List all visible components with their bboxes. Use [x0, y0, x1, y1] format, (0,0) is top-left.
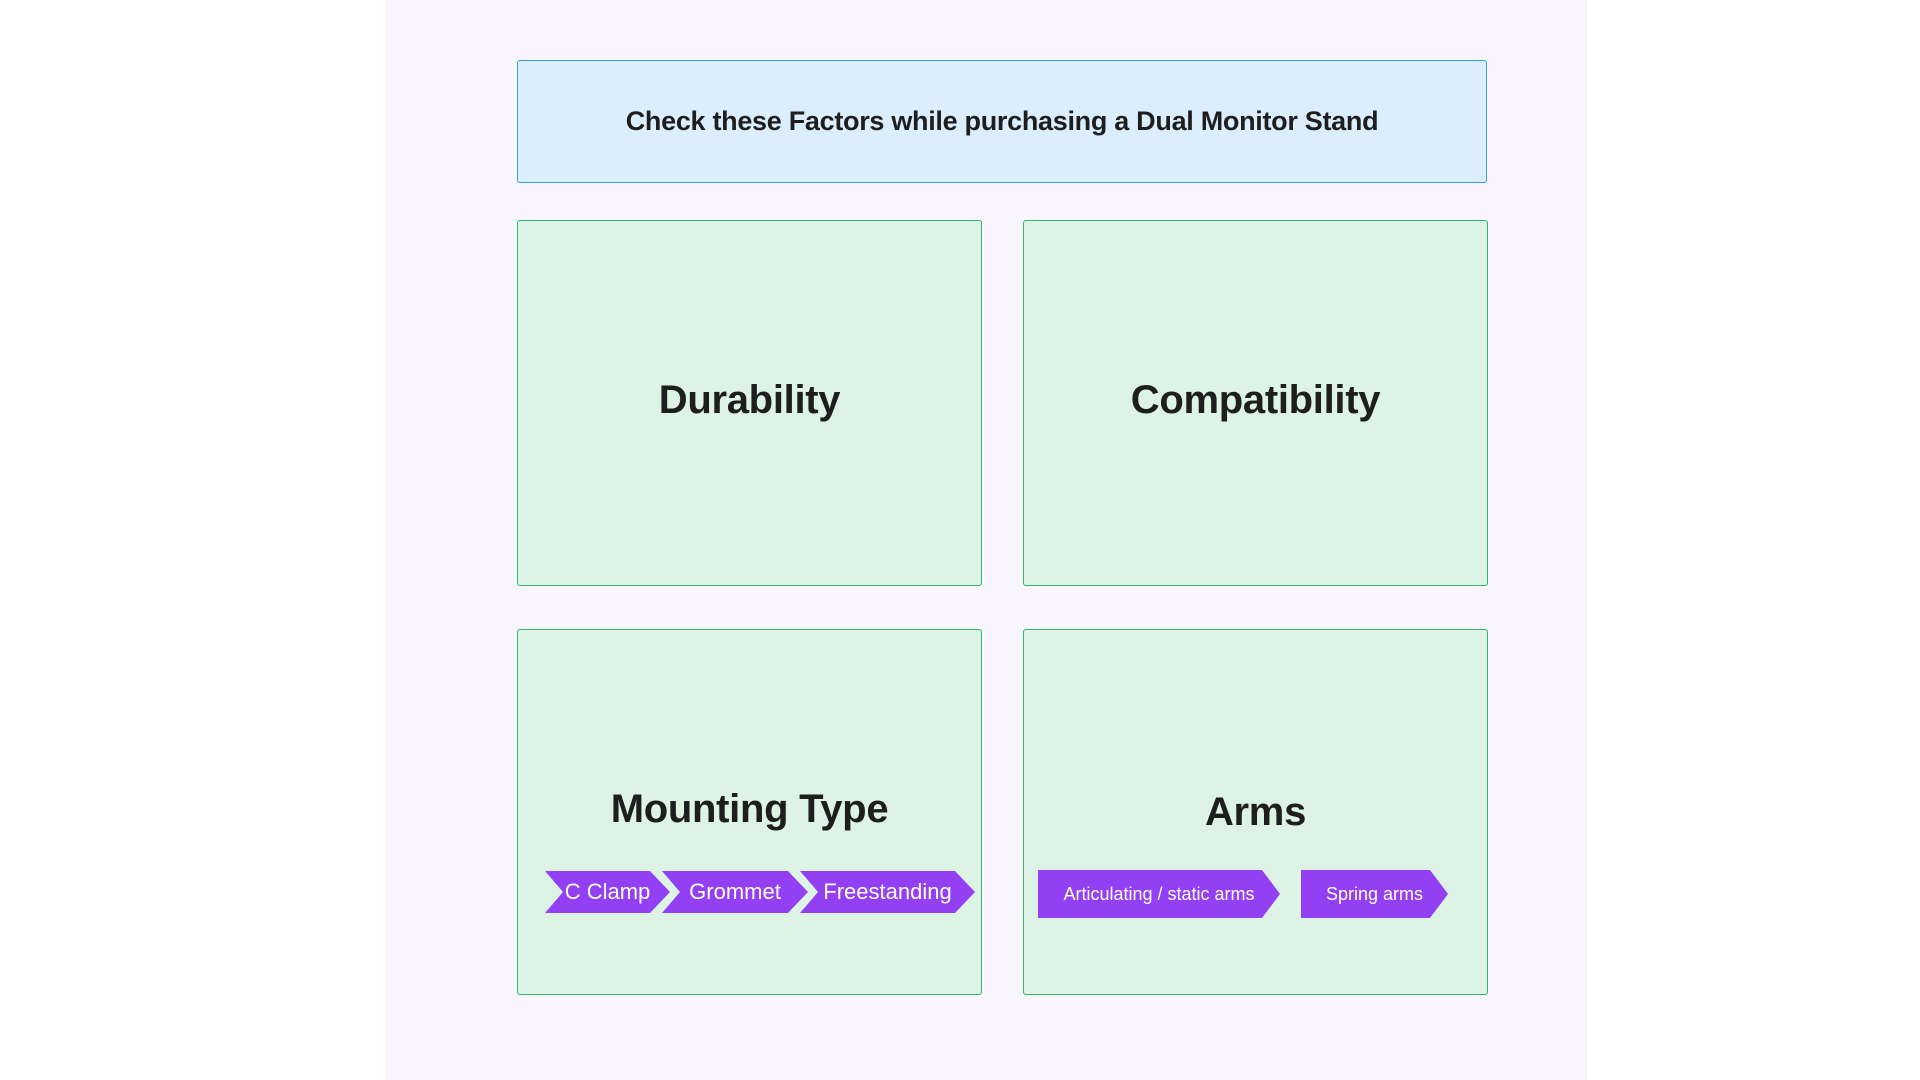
- card-arms: Arms Articulating / static arms Spring a…: [1023, 629, 1488, 995]
- tag-grommet: Grommet: [662, 871, 808, 913]
- card-title-compatibility: Compatibility: [1130, 378, 1381, 422]
- tag-freestanding: Freestanding: [800, 871, 975, 913]
- tag-spring-arms: Spring arms: [1301, 870, 1448, 918]
- card-compatibility: Compatibility: [1023, 220, 1488, 586]
- card-title-mounting-type: Mounting Type: [610, 787, 889, 831]
- tag-articulating-static-arms: Articulating / static arms: [1038, 870, 1280, 918]
- card-title-arms: Arms: [1204, 790, 1307, 834]
- diagram-title: Check these Factors while purchasing a D…: [625, 106, 1379, 136]
- card-durability: Durability: [517, 220, 982, 586]
- tag-c-clamp: C Clamp: [545, 871, 670, 913]
- card-title-durability: Durability: [658, 378, 841, 422]
- card-mounting-type: Mounting Type C Clamp Grommet Freestandi…: [517, 629, 982, 995]
- title-box: Check these Factors while purchasing a D…: [517, 60, 1487, 183]
